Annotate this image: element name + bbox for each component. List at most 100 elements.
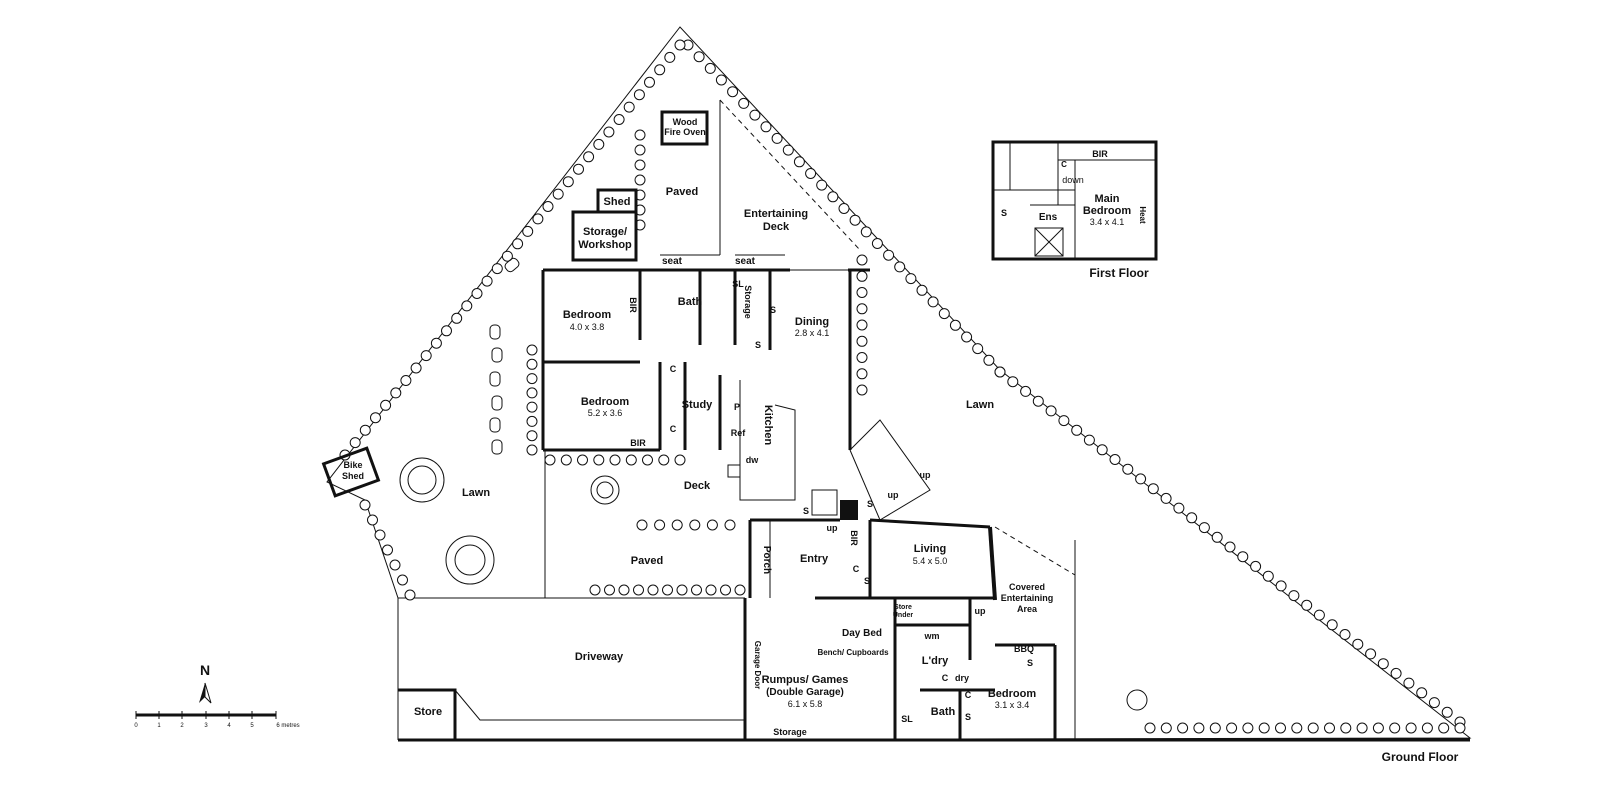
covered-area-label-3: Area — [1017, 604, 1038, 614]
storage-workshop-label-2: Workshop — [578, 239, 632, 251]
hedge-shrub — [397, 574, 408, 586]
hedge-shrub — [724, 519, 736, 531]
up-4-label: up — [975, 606, 986, 616]
hedge-shrub — [860, 226, 872, 238]
hedge-shrub — [1160, 492, 1172, 504]
bedroom-1-size: 4.0 x 3.8 — [570, 322, 605, 332]
scale-bar: 0 1 2 3 4 5 6 metres — [134, 711, 300, 729]
kitchen-label: Kitchen — [762, 405, 774, 446]
bbq-label: BBQ — [1014, 644, 1034, 654]
bedroom-3-label: Bedroom — [988, 688, 1037, 700]
hedge-shrub — [1405, 722, 1417, 734]
hedge-shrub — [1242, 722, 1254, 734]
hedge-shrub — [994, 366, 1006, 378]
hedge-shrub — [526, 387, 538, 399]
hedge-shrub — [573, 163, 584, 175]
hedge-shrub — [658, 454, 670, 466]
hedge-shrub — [512, 238, 524, 250]
hedge-shrub — [689, 519, 701, 531]
hedge-shrub — [613, 114, 625, 125]
lawn-east-label: Lawn — [966, 399, 994, 411]
scale-tick-1: 1 — [157, 723, 161, 729]
hedge-shrub — [856, 352, 868, 363]
seat-label-2: seat — [735, 256, 756, 267]
hedge-shrub — [662, 584, 673, 596]
entertaining-deck-label: Entertaining — [744, 208, 808, 220]
storage-2-label: Storage — [773, 727, 807, 737]
hedge-shrub — [634, 129, 646, 141]
hedge-shrub — [604, 584, 615, 596]
hedge-shrub — [1340, 722, 1352, 734]
wm-label: wm — [923, 631, 939, 641]
hedge-shrub — [1058, 415, 1070, 427]
bir-1-label: BIR — [628, 297, 638, 313]
hedge-shrub — [916, 284, 928, 296]
rumpus-size: 6.1 x 5.8 — [788, 699, 823, 709]
hedge-shrub — [938, 308, 950, 320]
hedge-shrub — [603, 126, 615, 138]
hedge-shrub — [720, 584, 731, 596]
ff-heat-label: Heat — [1138, 206, 1147, 224]
day-bed-label: Day Bed — [842, 628, 882, 639]
hedge-shrub — [577, 454, 588, 466]
covered-area-label: Covered — [1009, 582, 1045, 592]
hedge-shrub — [883, 249, 895, 261]
hedge-shrub — [625, 454, 637, 466]
dining-size: 2.8 x 4.1 — [795, 328, 830, 338]
up-3-label: up — [827, 523, 838, 533]
hedge-shrub — [1454, 722, 1466, 734]
hedge-shrub — [1441, 706, 1453, 718]
hedge-shrub — [1416, 687, 1428, 699]
first-floor-title: First Floor — [1089, 266, 1149, 280]
hedge-shrub — [532, 213, 544, 225]
ground-floor-title: Ground Floor — [1382, 750, 1459, 764]
hedge-shrub — [1438, 722, 1450, 734]
dryer-label: dry — [955, 673, 969, 683]
s-3-label: S — [867, 499, 873, 509]
hedge-shrub — [1144, 722, 1156, 734]
hedge-shrub — [1262, 570, 1274, 582]
hedge-shrub — [370, 412, 381, 424]
hedge-shrub — [1226, 722, 1238, 734]
ff-main-bedroom-label-2: Bedroom — [1083, 205, 1132, 217]
site-boundary — [326, 26, 1472, 742]
ff-main-bedroom-size: 3.4 x 4.1 — [1090, 217, 1125, 227]
c-5-label: C — [965, 690, 972, 700]
hedge-shrub — [654, 519, 666, 531]
bench-label: Bench/ Cupboards — [817, 648, 889, 657]
ff-ens-label: Ens — [1039, 212, 1058, 223]
hedge-shrub — [1224, 541, 1236, 553]
hedge-shrub — [390, 387, 402, 399]
bike-shed: Bike Shed — [321, 446, 381, 498]
hedge-shrub — [430, 337, 442, 349]
garage-door-label: Garage Door — [753, 641, 762, 689]
room-labels: Wood Fire Oven Paved Shed Storage/ Works… — [414, 117, 1053, 737]
hedge-shrub — [871, 238, 883, 249]
hedge-shrub — [1109, 454, 1121, 465]
hedge-shrub — [849, 214, 861, 226]
hedge-shrub — [552, 188, 564, 200]
hedge-shrub — [634, 174, 646, 186]
lawn-west-label: Lawn — [462, 487, 490, 499]
bir-2-label: BIR — [630, 438, 646, 448]
s-5-label: S — [864, 576, 870, 586]
hedge-shrub — [634, 144, 646, 156]
hedge-shrub — [1390, 667, 1402, 679]
hedge-shrub — [927, 296, 939, 308]
bir-3-label: BIR — [849, 530, 859, 546]
ref-label: Ref — [731, 428, 747, 438]
hedge-shrub — [583, 151, 595, 163]
hedge-shrub — [827, 191, 839, 203]
c-3-label: C — [853, 564, 860, 574]
hedge-shrub — [856, 335, 868, 347]
hedge-shrub — [526, 444, 538, 456]
hedge-shrub — [1122, 463, 1134, 475]
hedge-shrub — [1211, 531, 1223, 543]
deck-label: Deck — [684, 480, 711, 492]
pantry-label: P — [734, 402, 740, 412]
hedge-shrub — [420, 350, 432, 362]
hedge-shrub — [671, 519, 683, 531]
scale-tick-3: 3 — [204, 723, 208, 729]
hedge-shrub — [1352, 638, 1364, 650]
hedge-shrub — [1288, 590, 1300, 602]
